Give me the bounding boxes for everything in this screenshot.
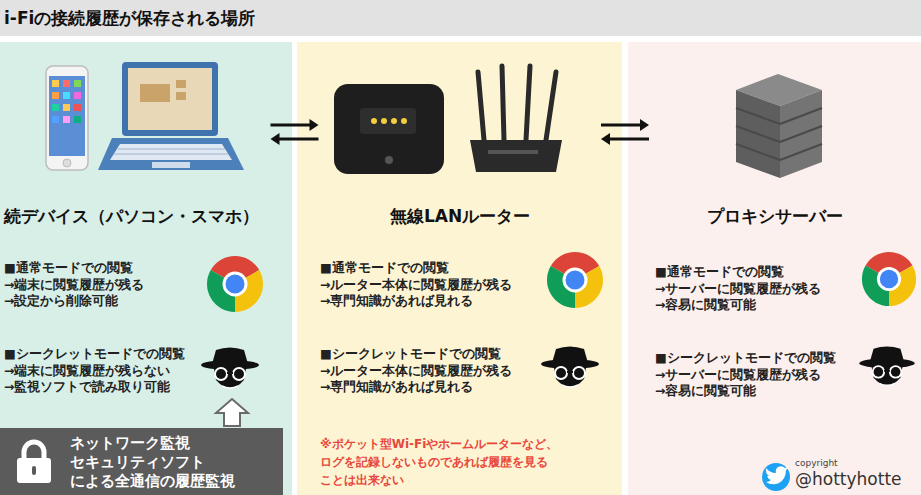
panel-ground <box>297 42 622 495</box>
incognito-icon <box>541 347 599 388</box>
device-panel: 続デバイス（パソコン・スマホ） ■通常モードでの閲覧 →端末に閲覧履歴が残る →設… <box>0 42 292 495</box>
panel-heading: プロキシサーバー <box>707 205 843 227</box>
panel-heading: 無線LANルーター <box>390 205 530 227</box>
bullet-text: ■シークレットモードでの閲覧 →ルーター本体に閲覧履歴が残る →専門知識があれば… <box>320 346 512 396</box>
incognito-icon <box>201 348 259 389</box>
router-icon <box>470 66 562 172</box>
chrome-icon <box>547 252 603 308</box>
exchange-arrow <box>271 119 319 145</box>
diagram-title: i-Fiの接続履歴が保存される場所 <box>4 7 255 29</box>
bullet-text: ■シークレットモードでの閲覧 →サーバーに閲覧履歴が残る →容易に閲覧可能 <box>655 350 836 400</box>
smartphone-icon <box>46 66 88 170</box>
pocket-wifi-icon <box>334 84 444 174</box>
twitter-icon <box>762 463 790 491</box>
handle-label: @hottyhotte <box>795 469 902 489</box>
title-bar <box>0 0 921 36</box>
bullet-text: ■通常モードでの閲覧 →ルーター本体に閲覧履歴が残る →専門知識があれば見れる <box>320 260 512 310</box>
proxy-panel: プロキシサーバー ■通常モードでの閲覧 →サーバーに閲覧履歴が残る →容易に閲覧可… <box>628 42 921 495</box>
chrome-icon <box>207 256 263 312</box>
server-icon <box>736 74 822 178</box>
bullet-text: ■通常モードでの閲覧 →サーバーに閲覧履歴が残る →容易に閲覧可能 <box>655 264 821 314</box>
panel-heading: 続デバイス（パソコン・スマホ） <box>4 205 259 227</box>
box-text: ネットワーク監視 セキュリティソフト による全通信の履歴監視 <box>70 434 235 491</box>
security-box: ネットワーク監視 セキュリティソフト による全通信の履歴監視 <box>0 428 283 495</box>
lock-icon <box>14 439 54 485</box>
bullet-text: ■通常モードでの閲覧 →端末に閲覧履歴が残る →設定から削除可能 <box>4 260 144 310</box>
panel-ground <box>628 42 921 495</box>
note-text: ※ポケット型Wi-Fiやホームルーターなど、 ログを記録しないものであれば履歴を… <box>320 435 558 489</box>
chrome-icon <box>862 252 916 306</box>
laptop-icon <box>98 62 244 170</box>
incognito-icon <box>859 346 915 385</box>
router-panel: 無線LANルーター ■通常モードでの閲覧 →ルーター本体に閲覧履歴が残る →専門知… <box>297 42 622 495</box>
copyright-label: copyright <box>795 458 838 469</box>
exchange-arrow <box>601 119 649 145</box>
bullet-text: ■シークレットモードでの閲覧 →端末に閲覧履歴が残らない →監視ソフトで読み取り… <box>4 346 185 396</box>
up-arrow <box>216 399 248 426</box>
